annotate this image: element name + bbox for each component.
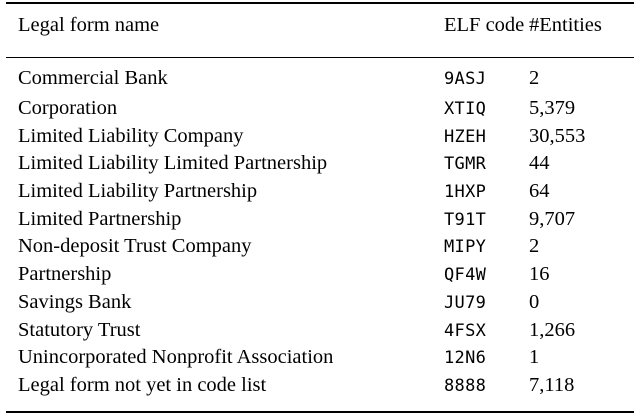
cell-legal-form-name: Savings Bank: [18, 290, 132, 313]
cell-entities-count: 5,379: [529, 97, 576, 119]
legal-form-table: Legal form name ELF code #Entities: [6, 4, 634, 57]
cell-entities-count: 64: [529, 180, 550, 203]
cell-legal-form-name: Statutory Trust: [18, 318, 141, 341]
table-row: Statutory Trust 4FSX 1,266: [6, 318, 634, 348]
cell-elf-code: XTIQ: [444, 99, 487, 119]
table-body: Commercial Bank 9ASJ 2 Corporation XTIQ …: [6, 58, 634, 411]
table-row: Savings Bank JU79 0: [6, 292, 634, 320]
cell-legal-form-name: Partnership: [18, 263, 112, 286]
table-row: Unincorporated Nonprofit Association 12N…: [6, 347, 634, 375]
cell-legal-form-name: Limited Liability Company: [18, 124, 244, 147]
cell-elf-code: 4FSX: [444, 320, 487, 341]
cell-elf-code: HZEH: [444, 126, 487, 147]
table-header-rule: [6, 57, 634, 58]
cell-elf-code: QF4W: [444, 265, 487, 286]
cell-elf-code: MIPY: [444, 237, 487, 258]
legal-form-table-body: Commercial Bank 9ASJ 2 Corporation XTIQ …: [6, 58, 634, 411]
cell-entities-count: 7,118: [529, 373, 575, 396]
column-header-legal-form-name: Legal form name: [18, 14, 160, 36]
cell-elf-code: T91T: [444, 209, 487, 230]
table-header: Legal form name ELF code #Entities: [6, 4, 634, 57]
cell-legal-form-name: Limited Partnership: [18, 207, 182, 230]
table-row: Corporation XTIQ 5,379: [6, 98, 634, 126]
cell-entities-count: 0: [529, 290, 540, 313]
table-header-row: Legal form name ELF code #Entities: [6, 4, 634, 57]
cell-elf-code: 1HXP: [444, 182, 487, 203]
table-row: Limited Partnership T91T 9,707: [6, 209, 634, 237]
cell-entities-count: 2: [529, 235, 540, 258]
cell-elf-code: TGMR: [444, 154, 487, 175]
cell-elf-code: 9ASJ: [444, 69, 487, 89]
cell-legal-form-name: Limited Liability Partnership: [18, 180, 258, 203]
cell-legal-form-name: Corporation: [18, 97, 118, 119]
cell-elf-code: JU79: [444, 292, 487, 313]
cell-entities-count: 9,707: [529, 207, 576, 230]
table-row: Legal form not yet in code list 8888 7,1…: [6, 375, 634, 411]
cell-entities-count: 1: [529, 346, 540, 369]
cell-legal-form-name: Commercial Bank: [18, 67, 168, 89]
cell-entities-count: 16: [529, 263, 550, 286]
table-row: Limited Liability Limited Partnership TG…: [6, 153, 634, 181]
table-row: Commercial Bank 9ASJ 2: [6, 58, 634, 98]
cell-elf-code: 12N6: [444, 348, 487, 369]
cell-legal-form-name: Legal form not yet in code list: [18, 373, 267, 396]
table-bottom-rule: [6, 410, 634, 413]
column-header-entities: #Entities: [529, 14, 602, 36]
cell-entities-count: 44: [529, 152, 550, 175]
table-top-rule: [6, 2, 634, 4]
cell-elf-code: 8888: [444, 375, 487, 396]
table-row: Limited Liability Company HZEH 30,553: [6, 126, 634, 154]
cell-legal-form-name: Non-deposit Trust Company: [18, 235, 252, 258]
cell-legal-form-name: Limited Liability Limited Partnership: [18, 152, 328, 175]
cell-entities-count: 2: [529, 67, 540, 89]
table-row: Partnership QF4W 16: [6, 264, 634, 292]
cell-entities-count: 30,553: [529, 124, 586, 147]
cell-entities-count: 1,266: [529, 318, 576, 341]
column-header-elf-code: ELF code: [444, 14, 525, 36]
cell-legal-form-name: Unincorporated Nonprofit Association: [18, 346, 334, 369]
table-row: Limited Liability Partnership 1HXP 64: [6, 181, 634, 209]
table-row: Non-deposit Trust Company MIPY 2: [6, 236, 634, 264]
